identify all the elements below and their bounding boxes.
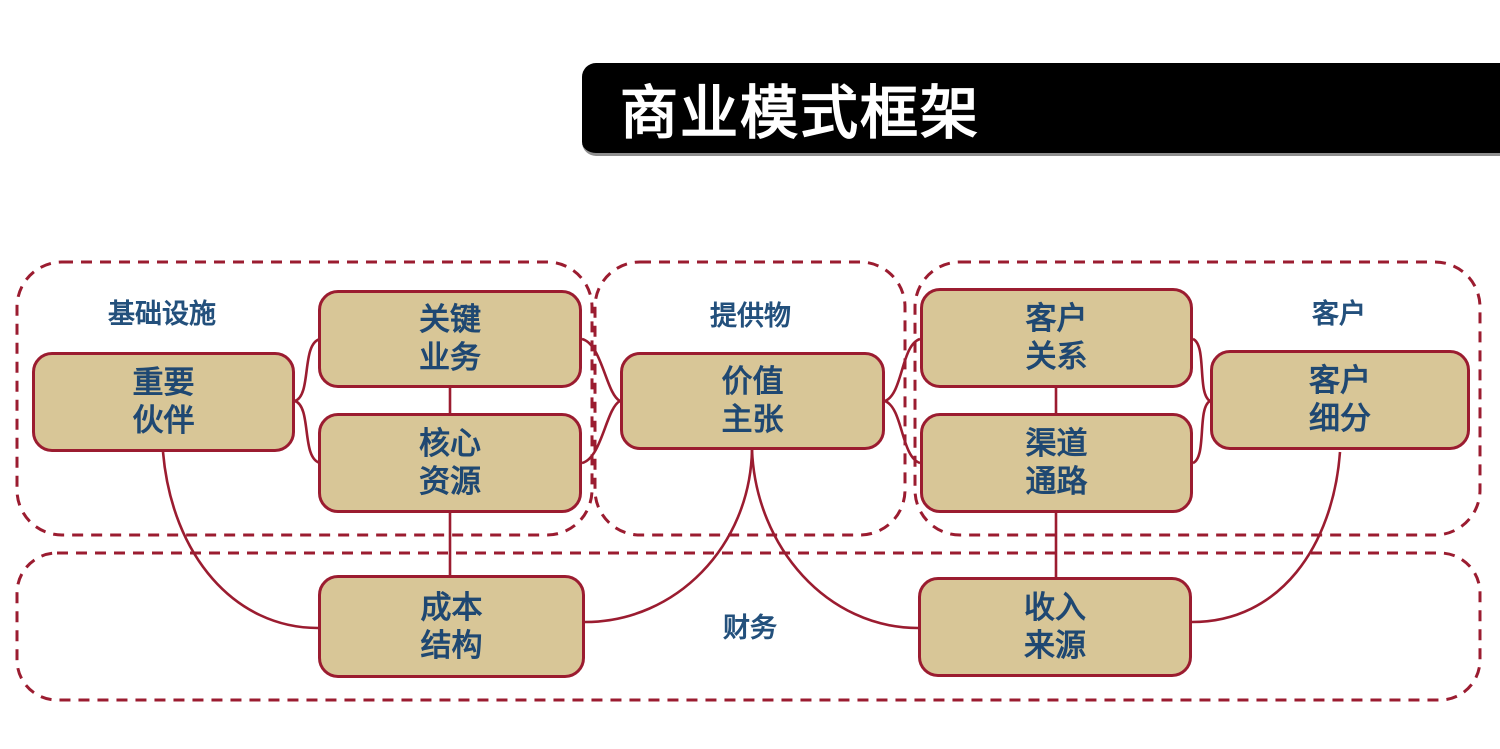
box-key-activities-label: 关键 业务 [419, 302, 481, 375]
section-label-customer: 客户 [1312, 299, 1366, 329]
connector-customer-relations-to-customer-segments [1192, 337, 1211, 403]
connector-key-activities-to-value-proposition [581, 337, 621, 403]
box-channels: 渠道 通路 [920, 413, 1193, 513]
box-key-activities: 关键 业务 [318, 290, 582, 388]
connector-value-proposition-to-revenue-streams [750, 449, 919, 630]
connector-value-proposition-to-customer-relations [884, 337, 921, 403]
box-value-proposition: 价值 主张 [620, 352, 885, 450]
box-cost-structure: 成本 结构 [318, 575, 585, 678]
box-revenue-streams: 收入 来源 [918, 577, 1192, 677]
section-customer-border [913, 260, 1482, 537]
connector-key-partners-to-key-activities [294, 337, 321, 403]
box-channels-label: 渠道 通路 [1025, 426, 1088, 499]
connector-key-partners-to-core-resources [294, 399, 321, 465]
box-cost-structure-label: 成本 结构 [420, 589, 483, 663]
box-value-proposition-label: 价值 主张 [721, 364, 784, 437]
connector-key-partners-to-cost-structure [161, 451, 319, 630]
box-customer-segments-label: 客户 细分 [1309, 363, 1371, 436]
box-core-resources: 核心 资源 [318, 413, 582, 513]
box-customer-relations: 客户 关系 [920, 288, 1193, 388]
connector-value-proposition-to-cost-structure [584, 449, 754, 624]
section-label-infrastructure: 基础设施 [108, 299, 216, 329]
box-customer-segments: 客户 细分 [1210, 350, 1470, 450]
box-key-partners: 重要 伙伴 [32, 352, 295, 452]
box-key-partners-label: 重要 伙伴 [132, 365, 195, 438]
box-revenue-streams-label: 收入 来源 [1024, 590, 1086, 663]
connector-customer-segments-to-revenue-streams [1191, 451, 1342, 624]
connector-value-proposition-to-channels [884, 399, 921, 465]
page-title: 商业模式框架 [620, 81, 981, 146]
connector-core-resources-to-value-proposition [581, 399, 621, 465]
section-finance-border [15, 551, 1482, 702]
section-label-offering: 提供物 [710, 301, 791, 331]
section-label-finance: 财务 [723, 613, 777, 643]
connector-channels-to-customer-segments [1192, 399, 1211, 465]
box-customer-relations-label: 客户 关系 [1025, 301, 1088, 374]
section-infrastructure-border [15, 260, 594, 537]
box-core-resources-label: 核心 资源 [419, 426, 481, 499]
section-offering-border [593, 260, 907, 537]
title-banner: 商业模式框架 [582, 63, 1500, 156]
